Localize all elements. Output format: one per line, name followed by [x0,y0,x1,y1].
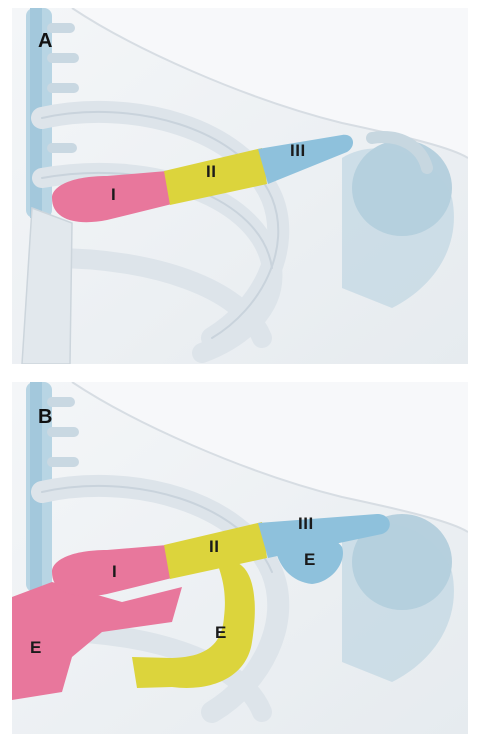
panel-label: B [38,406,52,429]
zone-e-left-label: E [30,638,42,658]
panel-a: A I II III [12,8,468,364]
zone-iii-label: III [290,141,306,161]
zone-e-middle-label: E [215,623,227,643]
zone-i-label: I [111,185,116,205]
panel-b: B I II III E E E [12,382,468,734]
anatomy-illustration-a [12,8,468,364]
panel-label: A [38,30,52,53]
zone-i-label: I [112,562,117,582]
zone-ii-label: II [206,162,216,182]
zone-e-right-label: E [304,550,316,570]
zone-ii-label: II [209,537,219,557]
anatomy-illustration-b [12,382,468,734]
zone-iii-label: III [298,514,314,534]
